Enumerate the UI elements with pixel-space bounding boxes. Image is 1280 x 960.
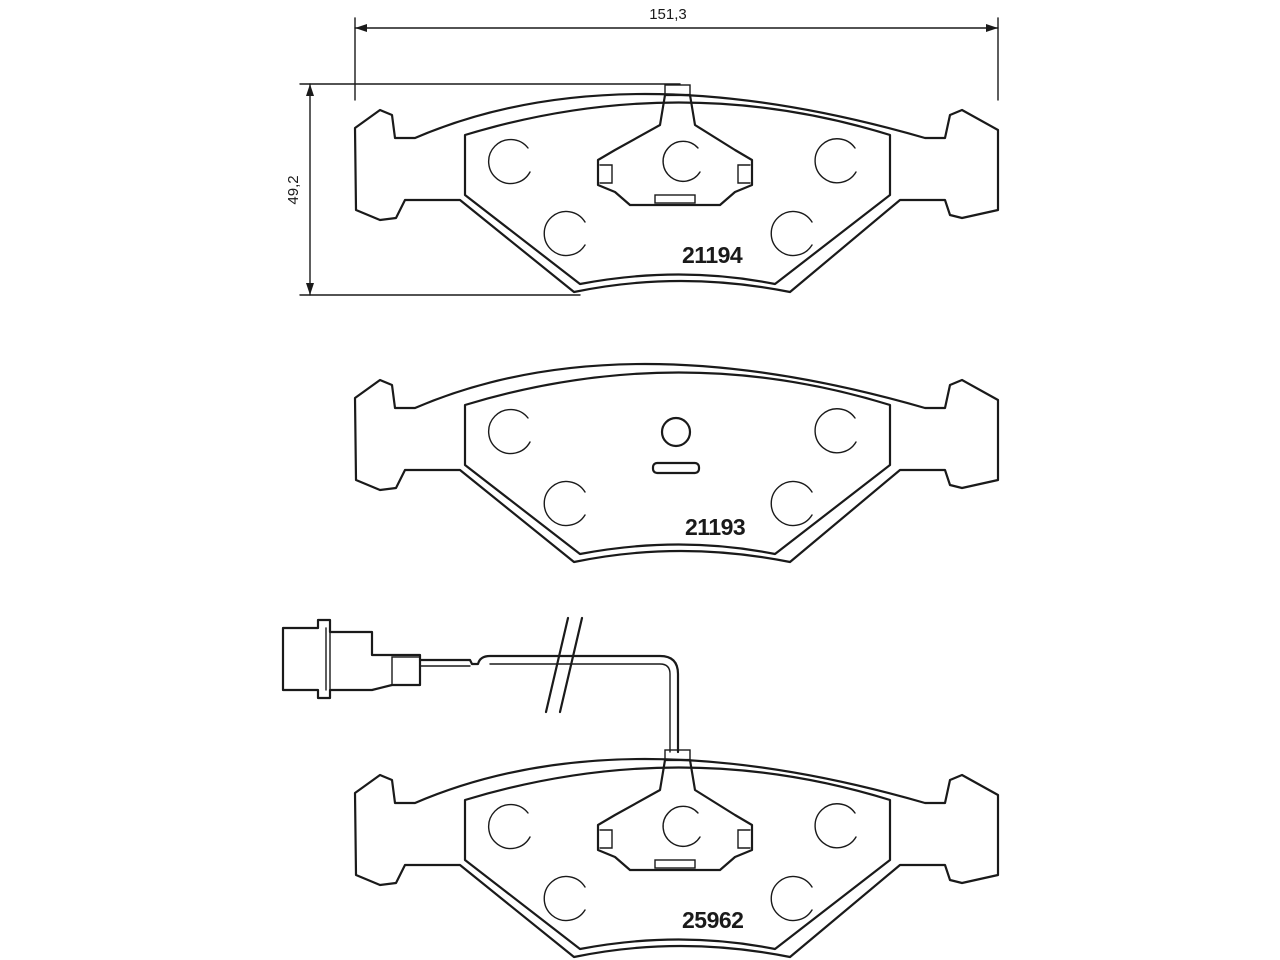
- width-dimension-label: 151,3: [649, 6, 687, 23]
- height-dimension-label: 49,2: [285, 175, 302, 204]
- width-dimension: 151,3: [354, 6, 999, 101]
- part-number-label: 21194: [682, 242, 743, 268]
- brake-pad-25962: 25962: [353, 748, 1000, 959]
- part-number-label: 21193: [685, 514, 745, 540]
- brake-pad-21194: 21194: [353, 83, 1000, 294]
- part-number-label: 25962: [682, 907, 743, 933]
- height-dimension: 49,2: [285, 83, 681, 296]
- wear-sensor: [281, 616, 680, 754]
- brake-pad-21193: 21193: [353, 362, 1000, 564]
